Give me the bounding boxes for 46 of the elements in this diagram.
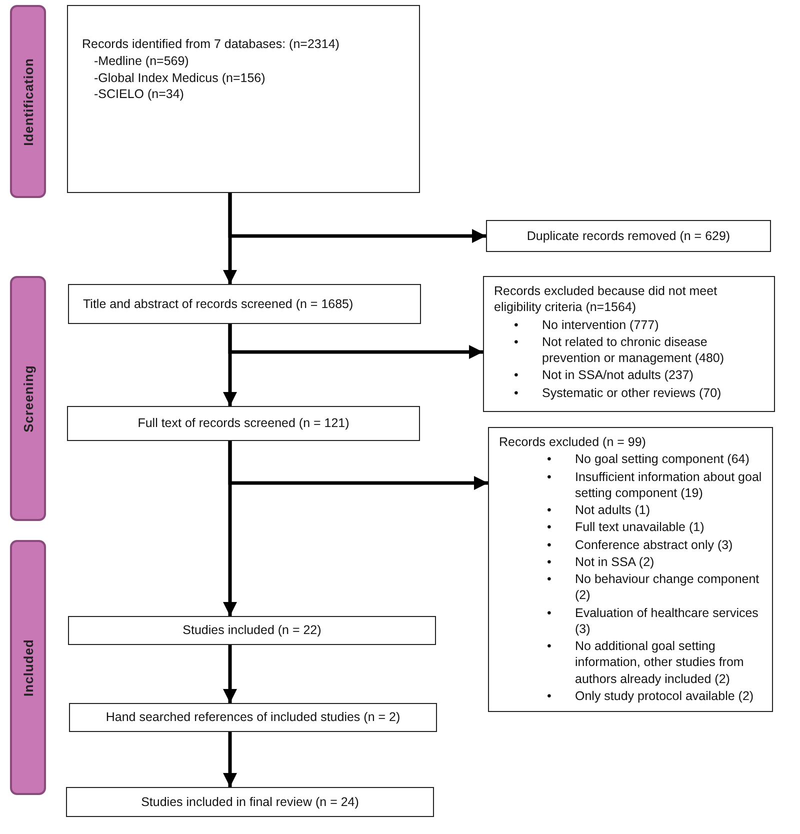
list-item: • Systematic or other reviews (70) [514, 384, 722, 401]
process-box [486, 220, 771, 252]
list-item: • Not in SSA (2) [547, 554, 656, 570]
phase-band [10, 540, 46, 795]
box-heading: Records excluded because did not meet eligibility criteria (n=1564) [494, 283, 718, 316]
arrow [228, 324, 483, 359]
box-heading: Records excluded (n = 99) [499, 434, 647, 450]
list-item: • Not related to chronic disease prevention or management (480) [514, 334, 726, 366]
list-item: • Insufficient information about goal setting component (19) [547, 468, 762, 501]
list-item: • Not in SSA/not adults (237) [514, 367, 694, 384]
phase-label: Included [20, 638, 36, 696]
list-item: • No additional goal setting information, other studies from authors already included (2) [547, 638, 745, 687]
process-box [69, 703, 437, 732]
list-item: • Only study protocol available (2) [547, 688, 755, 704]
box-text: Duplicate records removed (n = 629) [526, 228, 730, 244]
arrow [228, 441, 488, 490]
arrow [223, 732, 237, 787]
arrow [228, 193, 486, 243]
box-text: Title and abstract of records screened (n = 1685) [83, 296, 354, 312]
list-item: -Global Index Medicus (n=156) [93, 70, 266, 86]
process-box [68, 284, 421, 324]
list-item: • Full text unavailable (1) [547, 519, 706, 536]
phase-label: Identification [20, 58, 36, 146]
box-text: Studies included (n = 22) [182, 622, 322, 639]
arrow [223, 645, 237, 703]
list-item: • No goal setting component (64) [547, 451, 750, 468]
process-box [68, 616, 436, 645]
phase-label: Screening [20, 364, 36, 432]
box-text: Hand searched references of included studies (n = 2) [106, 709, 400, 726]
box-text: Studies included in final review (n = 24) [141, 794, 359, 810]
list-item: • Conference abstract only (3) [547, 536, 734, 553]
box-text: Full text of records screened (n = 121) [138, 415, 350, 432]
process-box [66, 787, 434, 817]
list-item: • Not adults (1) [547, 502, 652, 518]
list-item: • No behaviour change component (2) [547, 571, 760, 604]
process-box [488, 427, 773, 712]
list-item: -Medline (n=569) [93, 53, 190, 70]
list-item: -SCIELO (n=34) [93, 86, 185, 102]
phase-band [10, 276, 46, 521]
phase-band [10, 5, 46, 198]
process-box [483, 276, 775, 412]
list-item: • No intervention (777) [514, 316, 660, 333]
box-heading: Records identified from 7 databases: (n=2314) [82, 36, 340, 52]
process-box [67, 5, 420, 193]
list-item: • Evaluation of healthcare services (3) [547, 604, 760, 637]
process-box [67, 406, 420, 441]
